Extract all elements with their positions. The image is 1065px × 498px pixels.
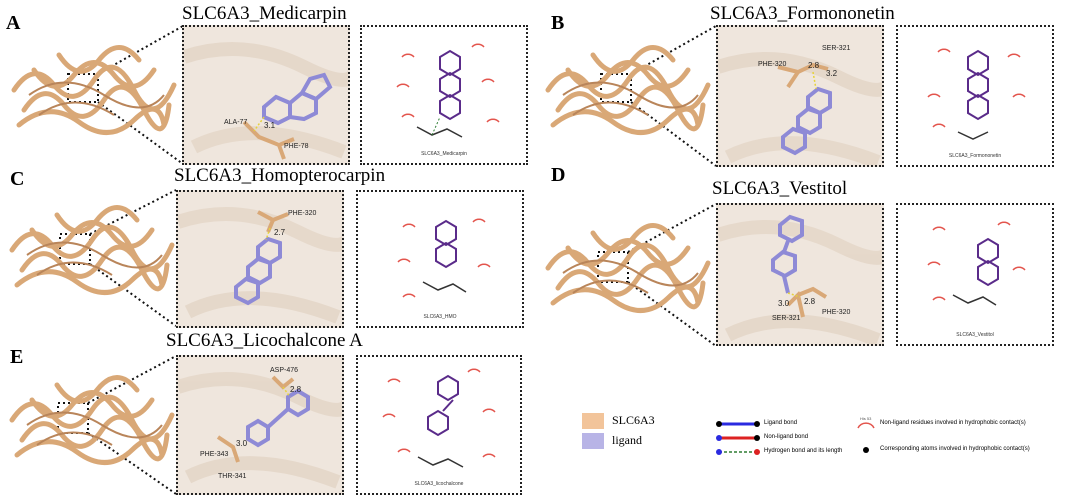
panel-title-e: SLC6A3_Licochalcone A: [166, 330, 363, 351]
ligplot-b: SLC6A3_Formononetin: [896, 25, 1054, 167]
residue-label-e1: ASP-476: [270, 367, 299, 374]
key-ligand-bond: Ligand bond: [764, 420, 798, 426]
key-nonligand-bond: Non-ligand bond: [764, 434, 809, 440]
residue-label-a1: ALA-77: [224, 119, 248, 126]
distance-label-d2: 2.8: [804, 297, 816, 306]
ligplot-c: SLC6A3_HMO: [356, 190, 524, 328]
zoom-view-c: PHE-320 2.7: [176, 190, 344, 328]
residue-label-b2: SER-321: [822, 45, 851, 52]
protein-structure-c: [9, 205, 175, 295]
ligplot-key-bonds: [716, 421, 760, 455]
ligplot-caption-d: SLC6A3_Vestitol: [956, 332, 994, 338]
distance-label-b1: 2.8: [808, 61, 820, 70]
distance-label-d1: 3.0: [778, 299, 790, 308]
ligplot-diagram-d: [927, 221, 1026, 306]
docking-pose-e: [178, 372, 342, 489]
panel-letter-c: C: [10, 168, 25, 190]
legend-swatch-ligand: [582, 433, 604, 449]
key-hbond: Hydrogen bond and its length: [764, 448, 843, 454]
docking-pose-a: [184, 42, 348, 160]
ligplot-diagram-e: [382, 368, 496, 468]
zoom-view-a: ALA-77 PHE-78 3.1: [182, 25, 350, 165]
ligplot-e: SLC6A3_licochalcone: [356, 355, 522, 495]
zoom-view-b: PHE-320 SER-321 2.8 3.2: [716, 25, 884, 167]
panel-letter-d: D: [551, 164, 566, 186]
protein-structure-e: [9, 375, 175, 465]
distance-label-e2: 3.0: [236, 439, 248, 448]
distance-label-e1: 2.8: [290, 385, 302, 394]
residue-label-d1: SER-321: [772, 315, 801, 322]
ligplot-caption-b: SLC6A3_Formononetin: [948, 153, 1002, 159]
zoom-view-e: ASP-476 PHE-343 THR-341 2.8 3.0: [176, 355, 344, 495]
legend-swatch-slc6a3: [582, 413, 604, 429]
docking-pose-c: [178, 207, 342, 324]
protein-structure-b: [545, 45, 711, 135]
panel-letter-a: A: [6, 12, 21, 34]
distance-label-b2: 3.2: [826, 69, 838, 78]
residue-label-c1: PHE-320: [288, 210, 317, 217]
panel-letter-b: B: [551, 12, 565, 34]
protein-structure-a: [11, 45, 177, 135]
ligplot-d: SLC6A3_Vestitol: [896, 203, 1054, 346]
panel-letter-e: E: [10, 346, 24, 368]
protein-structure-d: [545, 223, 711, 313]
ligplot-caption-c: SLC6A3_HMO: [423, 314, 457, 320]
residue-label-e3: THR-341: [218, 473, 247, 480]
panel-title-c: SLC6A3_Homopterocarpin: [174, 165, 386, 186]
residue-label-d2: PHE-320: [822, 309, 851, 316]
key-hydrophobic-tag: His 53: [860, 416, 872, 421]
ligplot-diagram-a: [396, 43, 500, 138]
panel-title-a: SLC6A3_Medicarpin: [182, 3, 347, 24]
docking-pose-b: [718, 52, 882, 165]
ligplot-a: SLC6A3_Medicarpin: [360, 25, 528, 165]
ligplot-caption-e: SLC6A3_licochalcone: [414, 481, 464, 487]
ligplot-diagram-c: [397, 218, 491, 298]
legend-label-ligand: ligand: [612, 433, 642, 447]
ligplot-caption-a: SLC6A3_Medicarpin: [421, 151, 467, 157]
ligplot-diagram-b: [927, 48, 1026, 140]
residue-label-b1: PHE-320: [758, 61, 787, 68]
residue-label-a2: PHE-78: [284, 143, 309, 150]
panel-title-b: SLC6A3_Formononetin: [710, 3, 895, 24]
distance-label-a: 3.1: [264, 121, 276, 130]
zoom-view-d: SER-321 PHE-320 3.0 2.8: [716, 203, 884, 346]
ligplot-key-hydrophobic: [857, 422, 875, 453]
docking-pose-d: [718, 214, 882, 344]
key-hydrophobic-residues: Non-ligand residues involved in hydropho…: [880, 420, 1026, 426]
key-hydrophobic-atoms: Corresponding atoms involved in hydropho…: [880, 446, 1030, 452]
distance-label-c: 2.7: [274, 228, 286, 237]
legend-label-slc6a3: SLC6A3: [612, 413, 655, 427]
residue-label-e2: PHE-343: [200, 451, 229, 458]
panel-title-d: SLC6A3_Vestitol: [712, 178, 848, 199]
